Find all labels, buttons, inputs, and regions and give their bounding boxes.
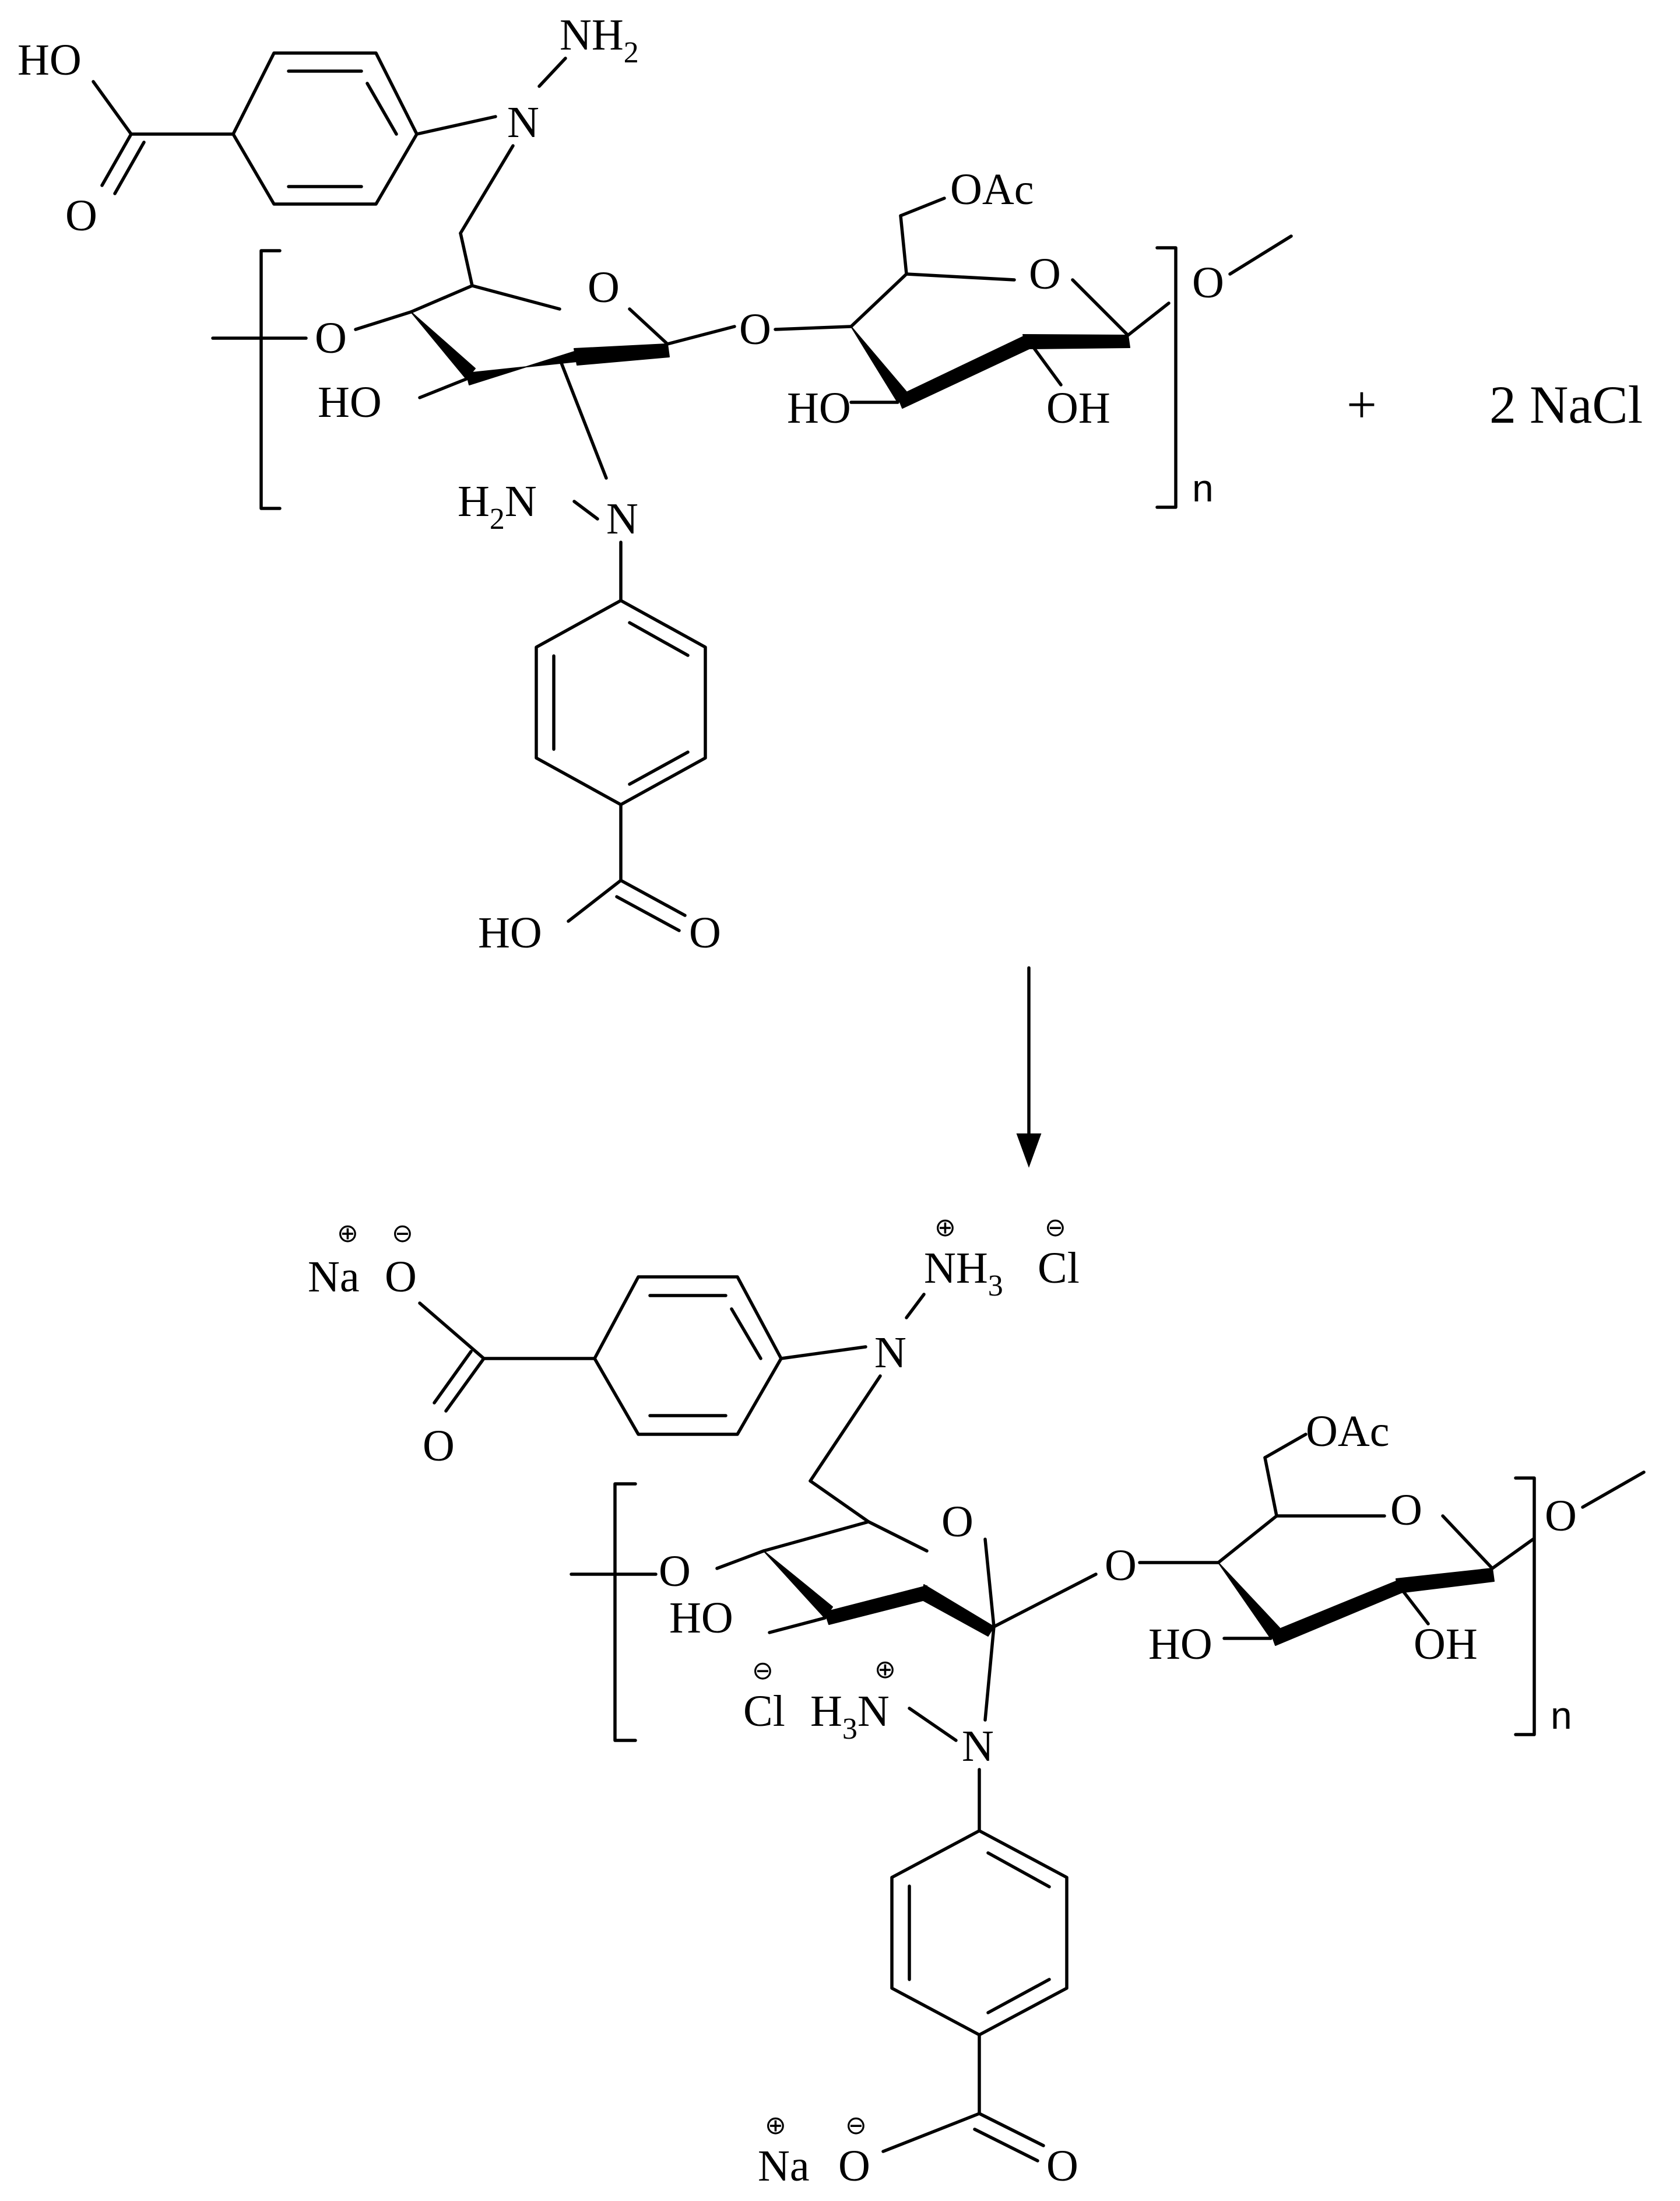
product-lower-acid-oxygen: O [1046,2142,1078,2191]
product-ring2-oxygen: O [1390,1486,1422,1535]
product-upper-ammonium-charge: ⊕ [934,1213,956,1242]
product-ring1-oxygen: O [941,1497,973,1546]
reactant-ring2-oxygen: O [1029,250,1061,299]
reactant-lower-amino-group: H2N [458,477,537,536]
product-left-oxygen: O [659,1547,691,1596]
product-left-bracket [613,1482,637,1742]
product-acetoxy: OAc [1306,1407,1390,1456]
reactant-upper-benzene-ring [231,51,419,206]
plus-sign: + [1347,375,1377,434]
reactant-ring2-hydroxyl-left: HO [787,384,851,433]
product-ring2-hydroxyl-right: OH [1414,1620,1478,1669]
product-lower-carboxylate-charge: ⊖ [845,2111,867,2140]
reactant-lower-nitrogen: N [606,494,638,543]
product-lower-carboxylate-oxygen: O [838,2142,870,2191]
product-upper-chloride: Cl [1038,1244,1080,1293]
product-lower-nitrogen: N [962,1722,994,1771]
product-upper-sodium-charge: ⊕ [337,1219,359,1248]
product-upper-acid-oxygen: O [423,1421,455,1470]
reactant-right-bracket [1155,246,1178,509]
product-upper-chloride-charge: ⊖ [1045,1213,1066,1242]
reactant-repeat-n: n [1192,466,1214,510]
product-lower-sodium: Na [758,2142,810,2191]
reactant-glycosidic-oxygen: O [739,305,771,354]
product-lower-sodium-charge: ⊕ [765,2111,786,2140]
product-glucose-ring-2 [1217,1433,1535,1646]
reactant-upper-nitrogen: N [507,98,539,147]
reactant-lower-acid-hydroxyl: HO [478,908,542,957]
reactant-left-bracket [259,249,282,510]
reactant-glucose-ring-1 [354,284,670,399]
reactant-upper-acid-hydroxyl: HO [17,36,82,85]
reactant-upper-carboxyl-bonds [92,80,235,195]
reactant-ring1-oxygen: O [588,263,620,312]
product-repeat-n: n [1551,1694,1572,1737]
product-right-bracket [1514,1476,1536,1736]
product-upper-sodium: Na [308,1252,360,1301]
product-lower-benzene-ring [890,1829,1069,2037]
sodium-chloride-reagent: 2 NaCl [1489,375,1643,434]
product-upper-carboxylate-charge: ⊖ [392,1219,413,1248]
product-structure: Na ⊕ O ⊖ O N NH3 ⊕ Cl ⊖ [308,1213,1646,2191]
product-lower-chloride-charge: ⊖ [752,1656,774,1686]
reactant-structure: HO O N NH2 O O HO O [17,10,1293,957]
reactant-lower-benzene-ring [535,599,707,806]
product-lower-ammonium-charge: ⊕ [874,1655,896,1684]
reactant-ring1-hydroxyl: HO [318,378,382,427]
reaction-arrow [1016,966,1042,1168]
product-lower-ammonium-group: H3N [810,1687,890,1746]
reactant-left-oxygen: O [315,314,347,363]
reactant-upper-amino-group: NH2 [560,10,639,69]
product-upper-nitrogen: N [874,1328,906,1377]
reactant-acetoxy: OAc [950,165,1034,214]
product-lower-chloride: Cl [743,1687,785,1736]
product-glucose-ring-1 [715,1520,996,1637]
reactant-ring2-hydroxyl-right: OH [1046,384,1110,433]
product-upper-carboxylate-oxygen: O [385,1252,417,1301]
reactant-glucose-ring-2 [849,196,1171,409]
product-upper-ammonium-group: NH3 [924,1244,1003,1303]
product-upper-benzene-ring [593,1275,783,1436]
reactant-lower-acid-oxygen: O [689,908,721,957]
reactant-end-oxygen: O [1192,258,1224,307]
reactant-upper-acid-oxygen: O [65,191,97,240]
product-end-oxygen: O [1545,1491,1577,1540]
product-ring1-hydroxyl: HO [669,1593,733,1642]
product-ring2-hydroxyl-left: HO [1148,1620,1212,1669]
product-glycosidic-oxygen: O [1105,1541,1137,1590]
